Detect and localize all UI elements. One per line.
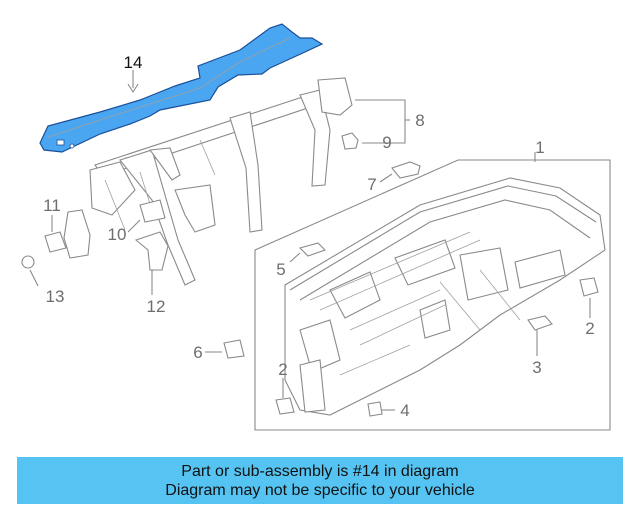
callout-10: 10 xyxy=(108,225,127,244)
part-11-bracket xyxy=(63,209,91,259)
callout-2-right: 2 xyxy=(585,319,594,338)
banner-line-2: Diagram may not be specific to your vehi… xyxy=(165,481,475,499)
parts-diagram: 14 8 9 1 7 11 10 5 13 12 2 6 3 2 4 xyxy=(21,23,611,431)
callout-2-left: 2 xyxy=(278,360,287,379)
part-2-clip-right xyxy=(579,277,599,297)
part-6-clip xyxy=(223,339,245,359)
callout-12: 12 xyxy=(147,297,166,316)
callout-11: 11 xyxy=(43,196,61,215)
callout-9: 9 xyxy=(382,133,391,152)
part-12-bracket xyxy=(134,231,169,271)
callout-4: 4 xyxy=(400,401,409,420)
callout-3: 3 xyxy=(532,358,541,377)
info-banner: Part or sub-assembly is #14 in diagram D… xyxy=(17,457,623,504)
callout-7: 7 xyxy=(367,175,376,194)
callout-13: 13 xyxy=(46,287,65,306)
part-7-clip xyxy=(391,161,421,179)
dashboard-assembly xyxy=(284,177,606,416)
part-4-clip xyxy=(367,401,383,417)
part-13-fastener xyxy=(21,255,35,269)
part-10-bracket xyxy=(139,199,166,223)
part-11-mount xyxy=(44,231,67,253)
callout-14: 14 xyxy=(124,53,143,72)
callout-6: 6 xyxy=(193,343,202,362)
part-14-tab xyxy=(56,139,65,146)
part-5-clip xyxy=(298,242,327,257)
part-14-edge xyxy=(47,37,291,138)
callout-1: 1 xyxy=(535,138,544,157)
cross-car-beam xyxy=(89,77,353,286)
part-2-clip-left xyxy=(275,397,295,415)
part-9-clip xyxy=(341,132,359,150)
callout-8: 8 xyxy=(415,111,424,130)
dashboard-group-box xyxy=(254,159,611,431)
callout-5: 5 xyxy=(276,260,285,279)
part-14-hole xyxy=(69,143,75,149)
leader-lines xyxy=(29,70,591,411)
part-14-highlighted-panel xyxy=(39,23,324,153)
part-3-clip xyxy=(527,315,553,331)
banner-line-1: Part or sub-assembly is #14 in diagram xyxy=(181,462,459,480)
